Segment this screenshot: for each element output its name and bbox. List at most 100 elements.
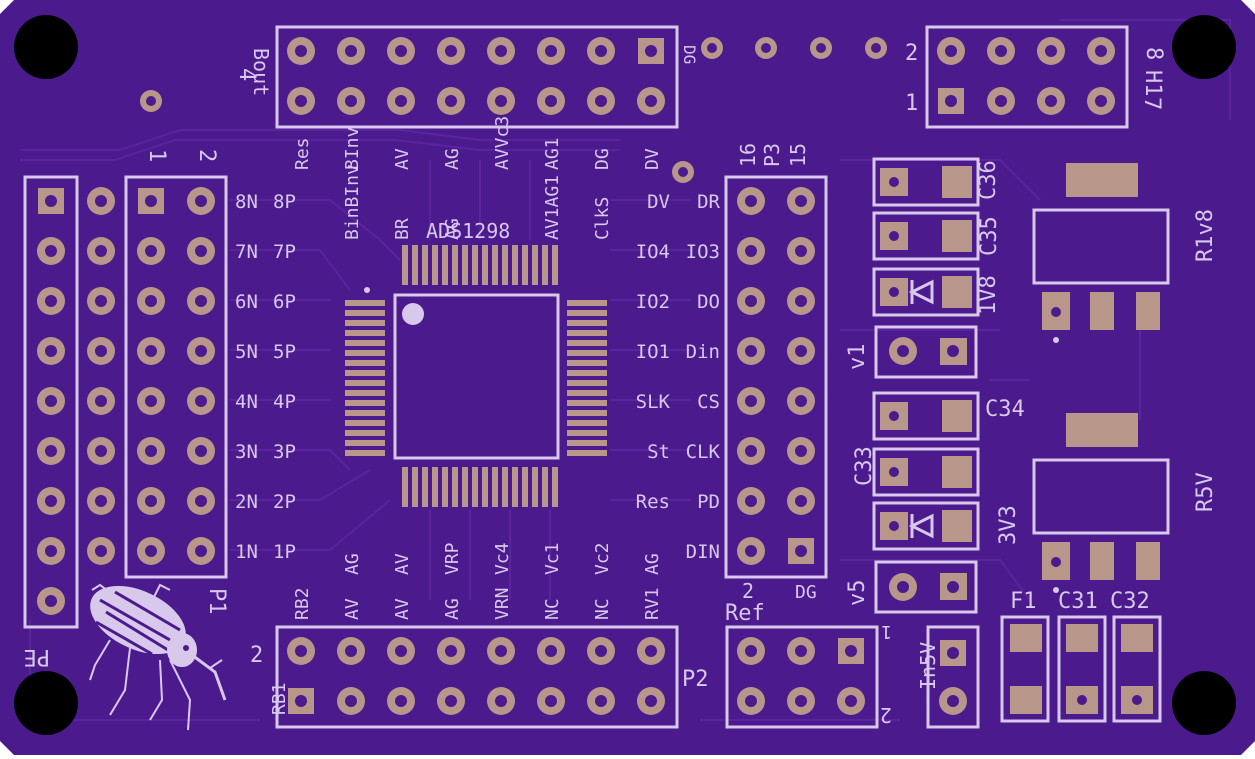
- ic-pin-right: [567, 330, 607, 336]
- h1-pin8-label: 8: [1141, 47, 1166, 60]
- left-pin-label-n: 5N: [235, 341, 258, 363]
- bottom-pin-label-2: Vc2: [592, 542, 613, 575]
- c33: [872, 447, 980, 497]
- ic-pin-bottom: [482, 467, 488, 507]
- bottom-pin-label-2: AV: [392, 553, 413, 575]
- r1v8-label: R1v8: [1193, 209, 1218, 262]
- left-pin-label-n: 1N: [235, 541, 258, 563]
- top-pin-label-2: AV1AG1: [542, 175, 563, 240]
- left-pin-label-n: 8N: [235, 191, 258, 213]
- ic-pin-left: [345, 300, 385, 306]
- left-pin-label-n: 4N: [235, 391, 258, 413]
- ic-pin-top: [432, 245, 438, 285]
- c32: [1112, 615, 1162, 723]
- left-pin-label-n: 3N: [235, 441, 258, 463]
- top-pin-label: AVVc3: [492, 116, 513, 170]
- ic-pin-right: [567, 310, 607, 316]
- regulator-5v: [1032, 413, 1170, 593]
- p1-header: [124, 175, 228, 579]
- ic-pin-bottom: [412, 467, 418, 507]
- top-pin-label: AG: [442, 148, 463, 170]
- ic-pin-left: [345, 320, 385, 326]
- mount-hole-bottom-left: [14, 671, 78, 735]
- ic-pin-top: [492, 245, 498, 285]
- ic-pin-top: [422, 245, 428, 285]
- regulator-1v8: [1032, 163, 1170, 343]
- ic-pin-right: [567, 440, 607, 446]
- ic-pin-right: [567, 450, 607, 456]
- ic-pin-top: [502, 245, 508, 285]
- 3v3-label: 3V3: [996, 505, 1021, 545]
- h1-pin7-label: 7: [1139, 97, 1164, 110]
- f1-label: F1: [1010, 589, 1037, 614]
- ic-pin-left: [345, 390, 385, 396]
- c33-label: C33: [852, 446, 877, 486]
- right-pin-label-b: CS: [697, 391, 720, 413]
- ic-pin-top: [482, 245, 488, 285]
- ic-pin-top: [402, 245, 408, 285]
- h1-label: H1: [1140, 70, 1165, 97]
- top-pin-label: DG: [592, 148, 613, 170]
- ic-pin-top: [552, 245, 558, 285]
- ic-pin1-marker: [402, 303, 424, 325]
- v5-label: v5: [845, 580, 870, 607]
- ic-pin-right: [567, 320, 607, 326]
- c35: [872, 211, 980, 261]
- left-pin-label-n: 2N: [235, 491, 258, 513]
- c31-label: C31: [1058, 589, 1098, 614]
- diode-1v8: [872, 267, 980, 317]
- p3-label: P3: [760, 143, 784, 167]
- v5-jumper: [874, 560, 978, 614]
- 1v8-label: 1V8: [976, 275, 1001, 315]
- right-pin-label-a: DV: [647, 191, 670, 213]
- c32-label: C32: [1110, 589, 1150, 614]
- rb1-label: RB1: [269, 682, 290, 715]
- right-pin-label-b: Din: [686, 341, 720, 363]
- h1-pin1-label: 1: [905, 91, 918, 116]
- left-pin-label-n: 6N: [235, 291, 258, 313]
- pe-label: PE: [24, 644, 51, 669]
- top-pin-label: Res: [292, 137, 313, 170]
- right-pin-label-b: DIN: [686, 541, 720, 563]
- ic-pin-right: [567, 400, 607, 406]
- ic-pin-top: [522, 245, 528, 285]
- right-pin-label-a: SLK: [636, 391, 671, 413]
- top-pin-label-2: BinBInv: [342, 164, 363, 240]
- bottom-pin-label: AV: [342, 598, 363, 620]
- ic-pin-top: [532, 245, 538, 285]
- c36-label: C36: [976, 160, 1001, 200]
- right-pin-label-b: PD: [697, 491, 720, 513]
- top-dg-label: DG: [680, 45, 699, 64]
- top-pin-label: BInv: [342, 127, 363, 170]
- ic-pin-top: [512, 245, 518, 285]
- ic-pin-left: [345, 360, 385, 366]
- p1-col2-label: 2: [194, 149, 219, 162]
- ref-header: [725, 625, 879, 729]
- p2-label: P2: [682, 667, 709, 692]
- c35-label: C35: [977, 216, 1002, 256]
- ic-pin-right: [567, 420, 607, 426]
- ic-pin-left: [345, 450, 385, 456]
- ic-pin-top: [412, 245, 418, 285]
- bottom-pin-label: AG: [442, 598, 463, 620]
- bottom-pin-label: AV: [392, 598, 413, 620]
- ic-pin-left: [345, 310, 385, 316]
- right-pin-label-a: IO2: [636, 291, 670, 313]
- copper-traces: [20, 19, 1231, 721]
- top-pin-label-2: AG: [442, 218, 463, 240]
- ic-pin-right: [567, 390, 607, 396]
- mount-hole-top-left: [14, 15, 78, 79]
- ic-pin-bottom: [552, 467, 558, 507]
- bout-num-label: 4: [234, 68, 259, 81]
- bout-label: Bout: [249, 48, 273, 96]
- in5v-header: [926, 625, 980, 729]
- ic-pin-bottom: [472, 467, 478, 507]
- left-pin-label-p: 4P: [273, 391, 296, 413]
- bout-header: [275, 25, 679, 129]
- ic-pin-right: [567, 360, 607, 366]
- top-pin-label-2: ClkS: [592, 197, 613, 240]
- ic-pin-bottom: [492, 467, 498, 507]
